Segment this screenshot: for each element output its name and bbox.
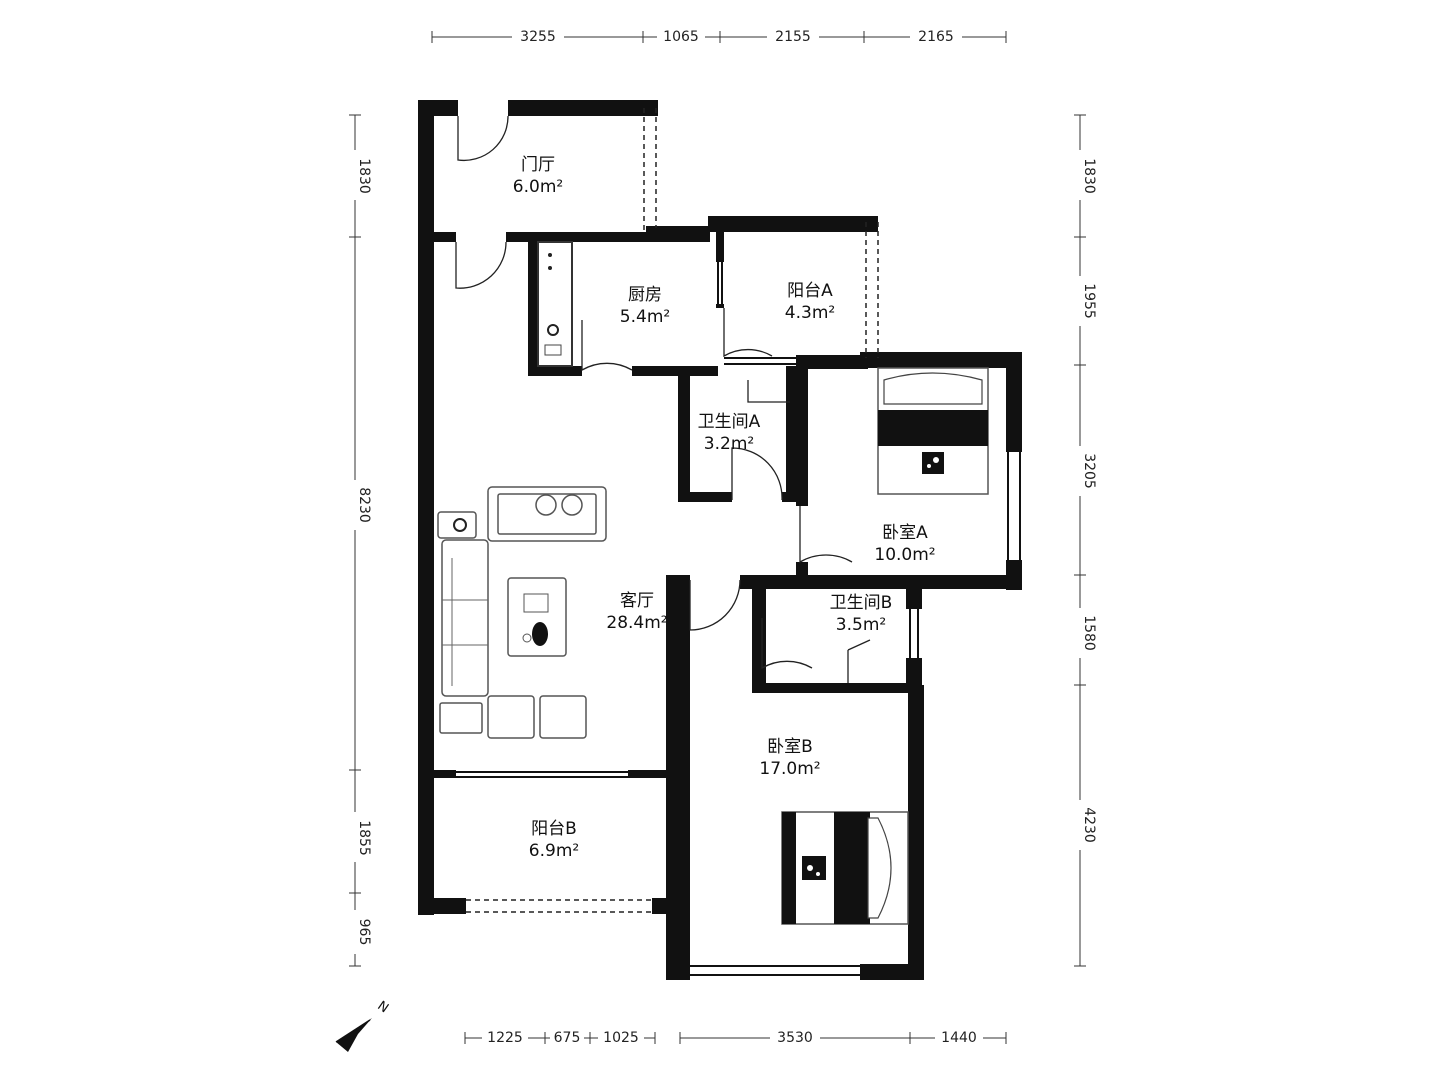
room-living: 客厅 28.4m²	[606, 591, 667, 633]
room-kitchen: 厨房 5.4m²	[620, 285, 670, 327]
bottom-dim-2: 675	[554, 1030, 581, 1046]
kitchen-counter	[537, 241, 573, 367]
left-dim-1: 1830	[356, 158, 372, 194]
bottom-dim-4: 3530	[777, 1030, 813, 1046]
bottom-dim-1: 1225	[487, 1030, 523, 1046]
bottom-dim-5: 1440	[941, 1030, 977, 1046]
compass-arrow-icon	[336, 1018, 372, 1052]
room-area-kitchen: 5.4m²	[620, 307, 670, 327]
bed-b	[781, 811, 909, 925]
room-area-foyer: 6.0m²	[513, 177, 563, 197]
room-balcony-b: 阳台B 6.9m²	[529, 819, 579, 861]
living-furniture	[437, 486, 607, 739]
room-bath-a: 卫生间A 3.2m²	[698, 412, 761, 454]
bottom-dimensions: 1225 675 1025 3530 1440	[464, 1028, 1007, 1048]
room-name-foyer: 门厅	[521, 155, 555, 175]
right-dim-1: 1830	[1081, 158, 1097, 194]
room-area-bath-a: 3.2m²	[704, 434, 754, 454]
top-dimensions: 3255 1065 2155 2165	[431, 26, 1007, 46]
top-dim-1: 3255	[520, 29, 556, 45]
room-area-bedroom-b: 17.0m²	[759, 759, 820, 779]
left-dim-3: 1855	[356, 820, 372, 856]
room-area-bedroom-a: 10.0m²	[874, 545, 935, 565]
room-area-balcony-a: 4.3m²	[785, 303, 835, 323]
compass-label: N	[374, 998, 391, 1016]
bottom-dim-3: 1025	[603, 1030, 639, 1046]
right-dimensions: 1830 1955 3205 1580 4230	[1070, 114, 1097, 967]
right-dim-2: 1955	[1081, 283, 1097, 319]
room-area-balcony-b: 6.9m²	[529, 841, 579, 861]
room-name-bedroom-a: 卧室A	[882, 523, 928, 543]
room-bedroom-b: 卧室B 17.0m²	[759, 737, 820, 779]
compass: N	[335, 998, 391, 1052]
bed-a	[877, 367, 989, 495]
room-bedroom-a: 卧室A 10.0m²	[874, 523, 935, 565]
left-dimensions: 1830 8230 1855 965	[345, 114, 372, 967]
top-dim-4: 2165	[918, 29, 954, 45]
room-foyer: 门厅 6.0m²	[513, 155, 563, 197]
room-area-bath-b: 3.5m²	[836, 615, 886, 635]
room-name-bath-a: 卫生间A	[698, 412, 761, 432]
walls	[418, 100, 1022, 980]
room-name-bath-b: 卫生间B	[830, 593, 893, 613]
right-dim-3: 3205	[1081, 453, 1097, 489]
left-dim-2: 8230	[356, 487, 372, 523]
right-dim-5: 4230	[1081, 807, 1097, 843]
room-name-bedroom-b: 卧室B	[767, 737, 813, 757]
top-dim-2: 1065	[663, 29, 699, 45]
room-balcony-a: 阳台A 4.3m²	[785, 281, 835, 323]
room-name-balcony-b: 阳台B	[531, 819, 577, 839]
room-name-living: 客厅	[620, 591, 654, 611]
room-bath-b: 卫生间B 3.5m²	[830, 593, 893, 635]
room-name-kitchen: 厨房	[628, 285, 662, 305]
right-dim-4: 1580	[1081, 615, 1097, 651]
top-dim-3: 2155	[775, 29, 811, 45]
left-dim-4: 965	[356, 919, 372, 946]
windows	[456, 108, 1021, 976]
room-area-living: 28.4m²	[606, 613, 667, 633]
room-name-balcony-a: 阳台A	[787, 281, 833, 301]
doors	[455, 115, 871, 683]
